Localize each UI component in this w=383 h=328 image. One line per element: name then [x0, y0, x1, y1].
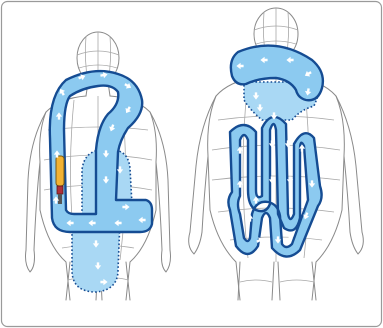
vest-illustration-frame: [0, 0, 383, 328]
airbag-vest-diagram: [0, 0, 383, 328]
